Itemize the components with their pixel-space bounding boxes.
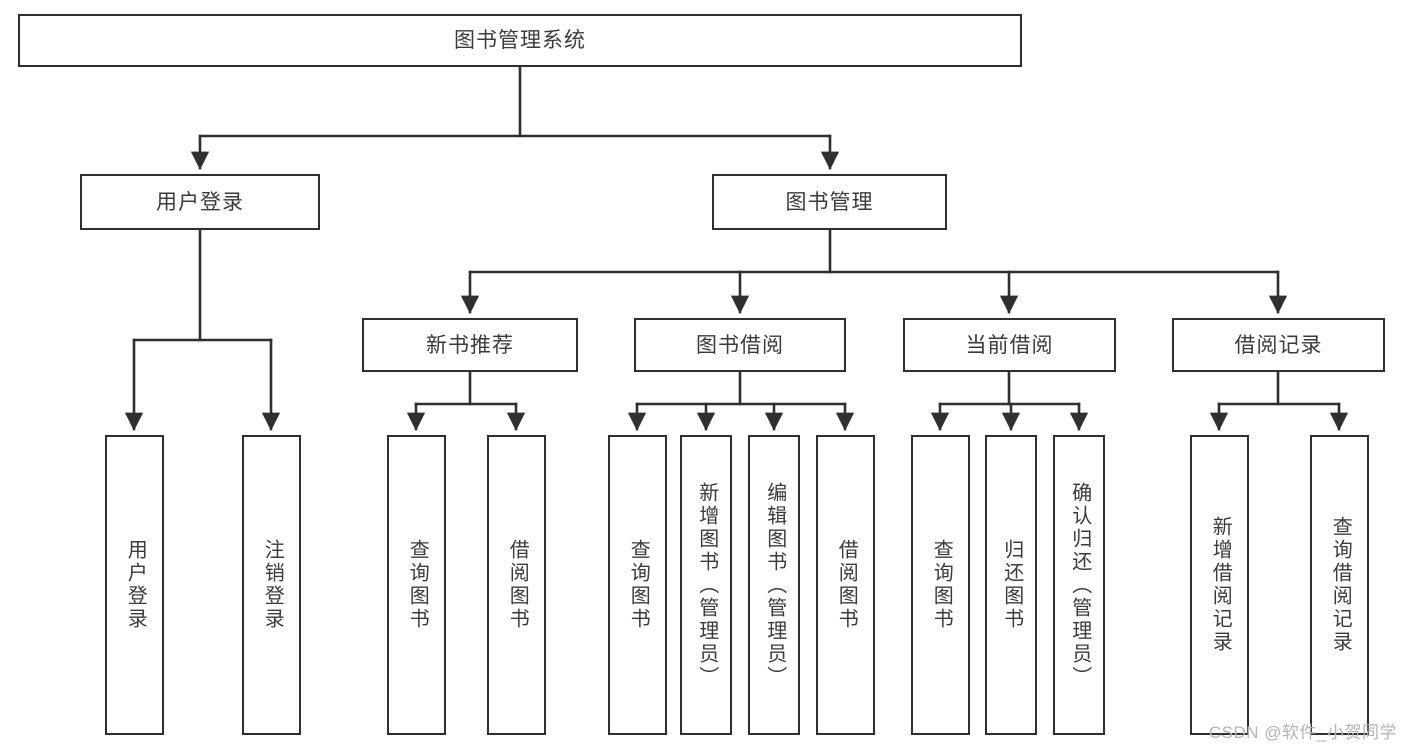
node-book-manage-label: 图书管理 <box>785 190 874 214</box>
node-leaf-rec-query[interactable]: 查询图书 <box>387 435 446 735</box>
leaf-label: 借阅图书 <box>506 539 529 631</box>
node-root-system[interactable]: 图书管理系统 <box>18 14 1022 67</box>
node-leaf-user-login[interactable]: 用户登录 <box>105 435 164 735</box>
leaf-label: 新增借阅记录 <box>1209 516 1232 654</box>
node-leaf-borrow-add[interactable]: 新增图书（管理员） <box>680 435 732 735</box>
leaf-label: 用户登录 <box>124 539 147 631</box>
node-new-book-rec-label: 新书推荐 <box>426 333 514 357</box>
node-leaf-rec-add[interactable]: 新增借阅记录 <box>1190 435 1249 735</box>
node-user-login-label: 用户登录 <box>156 190 244 214</box>
leaf-label: 借阅图书 <box>835 539 858 631</box>
leaf-label: 新增图书（管理员） <box>695 481 718 689</box>
node-leaf-cur-confirm[interactable]: 确认归还（管理员） <box>1053 435 1105 735</box>
leaf-label: 确认归还（管理员） <box>1068 481 1091 689</box>
node-leaf-borrow-query[interactable]: 查询图书 <box>608 435 667 735</box>
node-leaf-cur-return[interactable]: 归还图书 <box>985 435 1037 735</box>
leaf-label: 查询图书 <box>406 539 429 631</box>
node-leaf-rec-search[interactable]: 查询借阅记录 <box>1310 435 1369 735</box>
leaf-label: 查询借阅记录 <box>1329 516 1352 654</box>
node-borrow-record[interactable]: 借阅记录 <box>1172 318 1385 372</box>
node-current-borrow[interactable]: 当前借阅 <box>903 318 1116 372</box>
node-leaf-borrow-do[interactable]: 借阅图书 <box>816 435 875 735</box>
leaf-label: 查询图书 <box>627 539 650 631</box>
node-root-label: 图书管理系统 <box>454 29 586 52</box>
node-book-borrow-label: 图书借阅 <box>696 333 784 357</box>
node-book-manage[interactable]: 图书管理 <box>712 174 947 230</box>
node-new-book-rec[interactable]: 新书推荐 <box>362 318 578 372</box>
node-leaf-cur-query[interactable]: 查询图书 <box>911 435 970 735</box>
csdn-watermark: CSDN @软件_小贺同学 <box>1208 723 1397 742</box>
node-leaf-rec-borrow[interactable]: 借阅图书 <box>487 435 546 735</box>
leaf-label: 编辑图书（管理员） <box>763 481 786 689</box>
node-leaf-borrow-edit[interactable]: 编辑图书（管理员） <box>748 435 800 735</box>
leaf-label: 注销登录 <box>261 539 284 631</box>
node-current-borrow-label: 当前借阅 <box>965 333 1054 357</box>
node-borrow-record-label: 借阅记录 <box>1234 333 1323 357</box>
node-leaf-logout-login[interactable]: 注销登录 <box>242 435 301 735</box>
node-user-login[interactable]: 用户登录 <box>80 174 320 230</box>
leaf-label: 查询图书 <box>930 539 953 631</box>
node-book-borrow[interactable]: 图书借阅 <box>634 318 846 372</box>
leaf-label: 归还图书 <box>1000 539 1023 631</box>
